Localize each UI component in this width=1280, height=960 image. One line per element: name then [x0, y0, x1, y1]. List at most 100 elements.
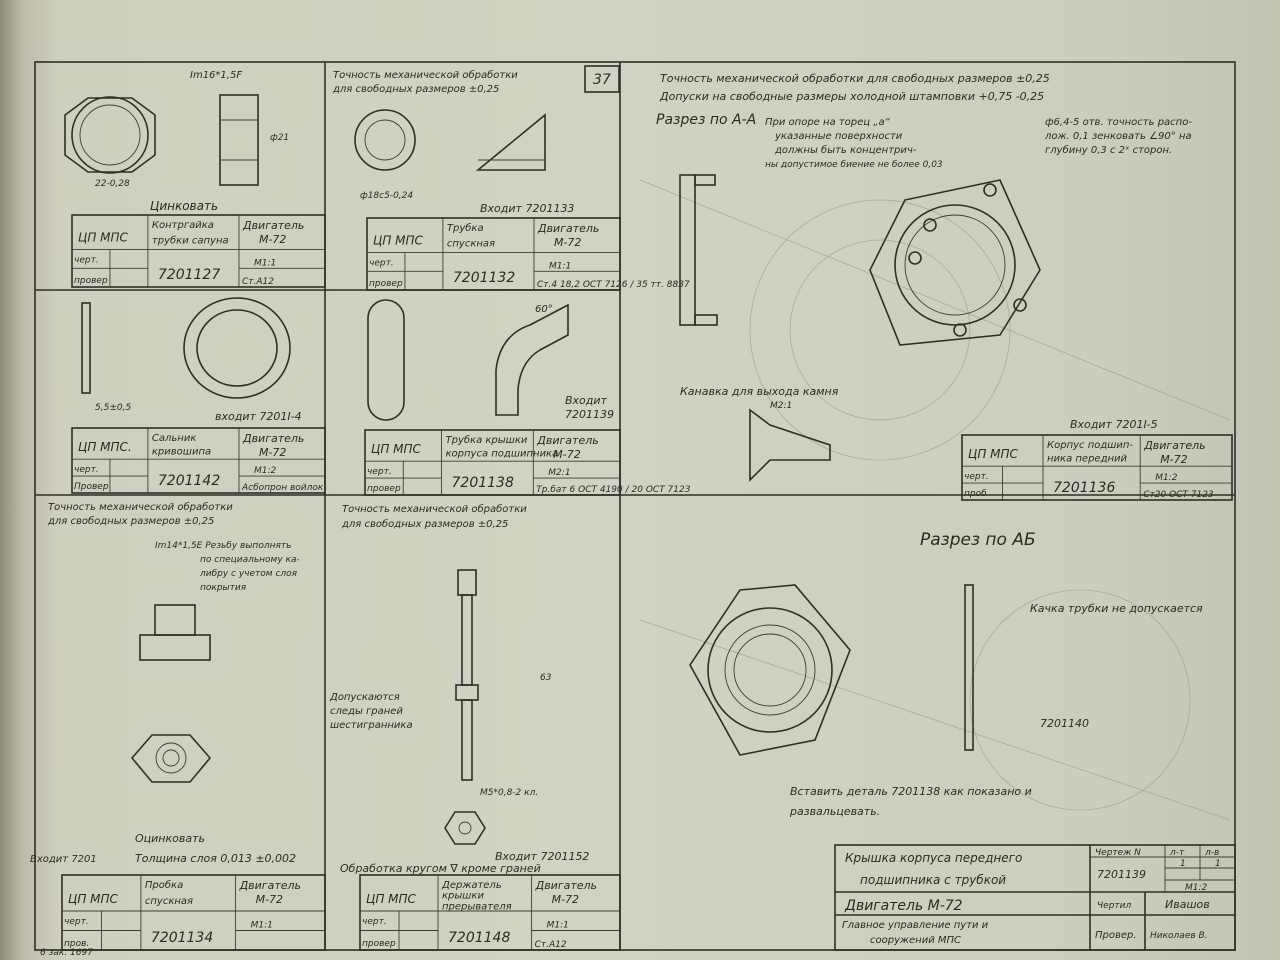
title-block-engine: М-72	[553, 448, 580, 461]
title-block-scale: М1:2	[254, 466, 277, 476]
title-block-name: ника передний	[1047, 454, 1128, 465]
title-block-org: ЦП МПС	[968, 447, 1019, 461]
svg-text:подшипника с трубкой: подшипника с трубкой	[860, 873, 1006, 887]
title-block-scale: М1:2	[1155, 473, 1178, 483]
title-block-org: ЦП МПС	[366, 892, 417, 906]
svg-text:Цинковать: Цинковать	[150, 199, 218, 213]
title-block-drawn: черт.	[74, 256, 99, 266]
title-block-number: 7201132	[453, 270, 515, 286]
svg-text:указанные поверхности: указанные поверхности	[774, 131, 903, 142]
title-block-engine: М-72	[259, 233, 286, 246]
title-block-material: Ст20 ОСТ 7123	[1143, 490, 1214, 500]
cell-drain-plug: Точность механической обработки для своб…	[30, 501, 300, 865]
svg-text:Входит 7201: Входит 7201	[30, 854, 97, 865]
title-block-number: 7201138	[452, 475, 514, 491]
svg-text:Чертеж N: Чертеж N	[1095, 848, 1141, 858]
svg-text:шестигранника: шестигранника	[330, 720, 413, 731]
title-block-engine: М-72	[256, 893, 283, 906]
title-block-material: Асбопрон войлок	[241, 483, 324, 493]
title-block-name: Корпус подшип-	[1047, 440, 1133, 451]
title-block-scale: М1:1	[254, 258, 276, 268]
svg-text:Допускаются: Допускаются	[329, 692, 400, 703]
title-block-checked: провер	[367, 484, 401, 494]
svg-text:63: 63	[540, 673, 552, 683]
svg-text:7201139: 7201139	[1097, 868, 1146, 881]
title-block-scale: М2:1	[548, 468, 570, 478]
svg-text:ф18c5-0,24: ф18c5-0,24	[360, 191, 413, 201]
svg-text:Точность механической обработк: Точность механической обработки для своб…	[660, 72, 1050, 85]
title-block-engine: М-72	[554, 236, 581, 249]
footer-print-note: 6 зак. 1697	[40, 948, 93, 958]
svg-text:для свободных размеров ±0,25: для свободных размеров ±0,25	[341, 518, 508, 530]
svg-text:для свободных размеров ±0,25: для свободных размеров ±0,25	[332, 83, 499, 95]
title-block-org: ЦП МПС	[68, 892, 119, 906]
title-block-drawn: черт.	[964, 472, 989, 482]
title-block-engine: М-72	[552, 893, 579, 906]
title-block-number: 7201148	[448, 930, 510, 946]
title-block-scale: М1:1	[549, 261, 571, 271]
svg-text:Im14*1,5E Резьбу выполнять: Im14*1,5E Резьбу выполнять	[155, 541, 291, 551]
title-block-scale: М1:1	[547, 921, 569, 931]
svg-text:должны быть концентрич-: должны быть концентрич-	[774, 144, 917, 156]
svg-text:М1:2: М1:2	[1185, 883, 1208, 893]
svg-text:для свободных размеров ±0,25: для свободных размеров ±0,25	[47, 515, 214, 527]
cover-plate	[689, 584, 851, 756]
title-block-checked: провер	[362, 939, 396, 949]
svg-text:Допуски на свободные размеры х: Допуски на свободные размеры холодной шт…	[659, 90, 1044, 103]
svg-text:ны допустимое биение не более: ны допустимое биение не более 0,03	[765, 160, 943, 170]
title-block-checked: Провер	[74, 482, 109, 492]
svg-text:Разрез по АБ: Разрез по АБ	[920, 530, 1036, 550]
svg-text:М5*0,8-2 кл.: М5*0,8-2 кл.	[480, 788, 538, 798]
svg-text:Точность механической обработк: Точность механической обработки	[333, 69, 518, 81]
title-block-name: Трубка	[447, 222, 484, 234]
title-block-number: 7201142	[158, 473, 220, 489]
svg-text:лож. 0,1 зенковать ∠90° на: лож. 0,1 зенковать ∠90° на	[1044, 131, 1192, 142]
title-block-checked: провер	[74, 276, 108, 286]
title-block-engine: Двигатель	[242, 432, 304, 445]
title-block-drawn: черт.	[369, 259, 394, 269]
title-block-name: трубки сапуна	[152, 234, 229, 246]
svg-text:входит 7201I-4: входит 7201I-4	[215, 410, 302, 423]
title-block-org: ЦП МПС.	[78, 440, 132, 454]
svg-text:л-в: л-в	[1204, 848, 1219, 858]
svg-text:7201140: 7201140	[1040, 717, 1089, 730]
title-block-material: Тр.бат 6 ОСТ 4190 / 20 ОСТ 7123	[536, 485, 690, 495]
svg-text:Толщина слоя 0,013 ±0,002: Толщина слоя 0,013 ±0,002	[135, 852, 296, 865]
title-block-org: ЦП МПС	[371, 442, 422, 456]
title-block-engine: М-72	[1160, 453, 1187, 466]
svg-text:глубину 0,3 с 2ˣ сторон.: глубину 0,3 с 2ˣ сторон.	[1045, 144, 1172, 156]
title-block-name: Держатель	[441, 880, 502, 891]
svg-text:М2:1: М2:1	[770, 401, 792, 411]
title-block-engine: Двигатель	[239, 879, 301, 892]
svg-text:Входит 7201133: Входит 7201133	[480, 202, 574, 215]
svg-text:Разрез по А-А: Разрез по А-А	[656, 112, 756, 128]
svg-text:7201139: 7201139	[565, 408, 614, 421]
svg-text:Провер.: Провер.	[1095, 930, 1137, 941]
svg-text:Входит: Входит	[565, 394, 608, 407]
page-number: 37	[593, 72, 611, 88]
flange-plate	[869, 179, 1041, 346]
title-block-org: ЦП МПС	[373, 234, 424, 248]
title-block-material: Ст.А12	[242, 277, 274, 287]
title-block-number: 7201127	[158, 267, 220, 283]
svg-text:следы граней: следы граней	[330, 706, 403, 717]
svg-text:Крышка корпуса переднего: Крышка корпуса переднего	[845, 851, 1022, 865]
title-block-name: Контргайка	[152, 220, 214, 231]
svg-text:При опоре на торец „а“: При опоре на торец „а“	[765, 117, 891, 128]
title-block-checked: проб	[964, 489, 987, 499]
svg-text:Точность механической обработк: Точность механической обработки	[342, 503, 527, 515]
hex-nut-view	[64, 97, 156, 173]
title-block-engine: Двигатель	[242, 219, 304, 232]
svg-text:Чертил: Чертил	[1097, 901, 1132, 911]
title-block-engine: Двигатель	[536, 434, 598, 447]
title-block-material: Ст.А12	[535, 940, 567, 950]
svg-text:1: 1	[1180, 859, 1186, 869]
title-block-drawn: черт.	[64, 917, 89, 927]
svg-text:Точность механической обработк: Точность механической обработки	[48, 501, 233, 513]
